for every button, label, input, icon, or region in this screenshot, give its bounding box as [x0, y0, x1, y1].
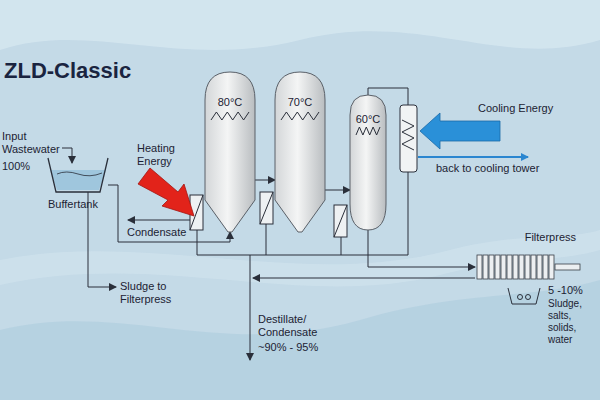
evaporator: 70°C [275, 72, 325, 232]
filter-press: Filterpress [475, 255, 580, 279]
annotation: Destillate/ Condensate [258, 313, 332, 339]
evaporator: 60°C [350, 95, 386, 230]
condenser [400, 105, 417, 172]
return-arrow [418, 156, 528, 158]
wave [0, 0, 600, 50]
node-label: 60°C [356, 113, 381, 126]
filter-press-shape [475, 255, 580, 279]
annotation: back to cooling tower [436, 162, 539, 175]
flow-connector [255, 180, 275, 181]
flow-connector [325, 190, 350, 191]
buffer-tank: Buffertank [48, 158, 108, 192]
evaporator: 80°C [205, 72, 255, 232]
annotation: Sludge, salts, solids, water [548, 298, 598, 346]
diagram-title: ZLD-Classic [4, 58, 131, 84]
annotation: Heating Energy [137, 142, 193, 168]
cooling-arrow [420, 113, 500, 149]
node-label: Buffertank [48, 198, 98, 211]
wave [0, 230, 600, 286]
annotation: Cooling Energy [478, 102, 553, 115]
node-label: 70°C [288, 96, 313, 109]
sludge-tray [508, 288, 540, 304]
annotation: 5 -10% [548, 284, 583, 297]
annotation: Sludge to Filterpress [120, 280, 194, 306]
wave [0, 280, 600, 400]
annotation: 100% [2, 160, 30, 173]
node-label: Filterpress [525, 231, 576, 244]
node-label: 80°C [218, 96, 243, 109]
pipe [62, 88, 475, 360]
flow-connector [368, 230, 475, 267]
heating-arrow [138, 168, 194, 216]
buffer-tank-shape [48, 158, 108, 192]
annotation: ~90% - 95% [258, 341, 318, 354]
annotation: Input Wastewater [2, 130, 62, 156]
annotation: Condensate [127, 226, 186, 239]
